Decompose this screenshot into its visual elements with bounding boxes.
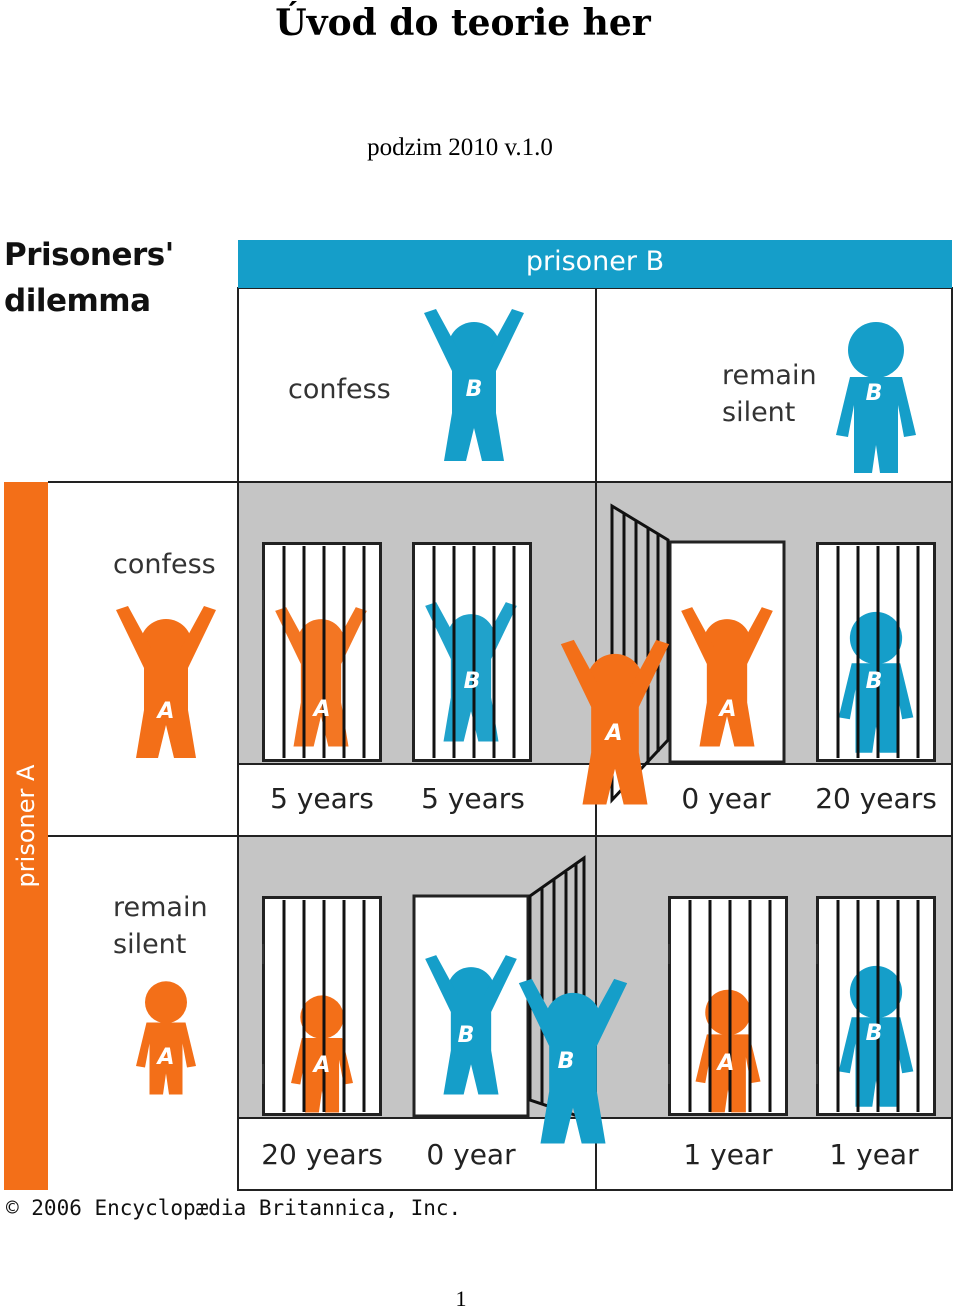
prisoner-a-confess-figure: [116, 606, 216, 758]
document-subtitle: podzim 2010 v.1.0: [367, 134, 553, 161]
figure-letter-a: A: [715, 1051, 734, 1076]
prisoner-b-header: prisoner B: [238, 240, 952, 288]
b-silent-line2: silent: [722, 397, 796, 428]
outcome-cc-a: 5 years: [270, 782, 374, 815]
b-confess-label: confess: [288, 374, 391, 405]
figure-letter-a: A: [155, 699, 174, 724]
document-title: Úvod do teorie her: [275, 2, 651, 44]
figure-letter-a: A: [311, 697, 330, 722]
figure-letter-b: B: [866, 1021, 883, 1046]
prisoner-b-label: prisoner B: [525, 246, 665, 277]
figure-title: Prisoners' dilemma: [4, 232, 174, 324]
cell-a-confess-b-silent: [560, 503, 936, 805]
prisoner-a-silent-figure: [136, 981, 196, 1095]
figure-letter-b: B: [866, 381, 883, 406]
figure-letter-a: A: [717, 697, 736, 722]
figure-title-line1: Prisoners': [4, 237, 174, 273]
prisoner-a-column: prisoner A: [4, 482, 48, 1190]
a-silent-label: remain silent: [113, 889, 208, 963]
b-silent-label: remain silent: [722, 357, 817, 431]
figure-title-line2: dilemma: [4, 283, 151, 319]
figure-letter-a: A: [603, 721, 622, 746]
outcome-cs-a: 0 year: [681, 782, 771, 815]
b-silent-line1: remain: [722, 360, 817, 391]
a-silent-line2: silent: [113, 929, 187, 960]
a-silent-line1: remain: [113, 892, 208, 923]
outcome-cc-b: 5 years: [421, 782, 525, 815]
figure-letter-b: B: [558, 1049, 575, 1074]
prisoner-a-label: prisoner A: [12, 764, 40, 888]
outcome-ss-a: 1 year: [683, 1138, 773, 1171]
outcome-ss-b: 1 year: [829, 1138, 919, 1171]
cell-a-silent-b-confess: [262, 855, 628, 1144]
outcome-sc-b: 0 year: [426, 1138, 516, 1171]
figure-letter-b: B: [458, 1023, 475, 1048]
outcome-sc-a: 20 years: [261, 1138, 383, 1171]
a-confess-label: confess: [113, 549, 216, 580]
outcome-cs-b: 20 years: [815, 782, 937, 815]
figure-letter-b: B: [466, 377, 483, 402]
figure-letter-a: A: [155, 1045, 174, 1070]
figure-letter-b: B: [464, 669, 481, 694]
figure-letter-a: A: [311, 1053, 330, 1078]
page-number: 1: [455, 1286, 467, 1311]
copyright-credit: © 2006 Encyclopædia Britannica, Inc.: [6, 1196, 462, 1220]
figure-letter-b: B: [866, 669, 883, 694]
